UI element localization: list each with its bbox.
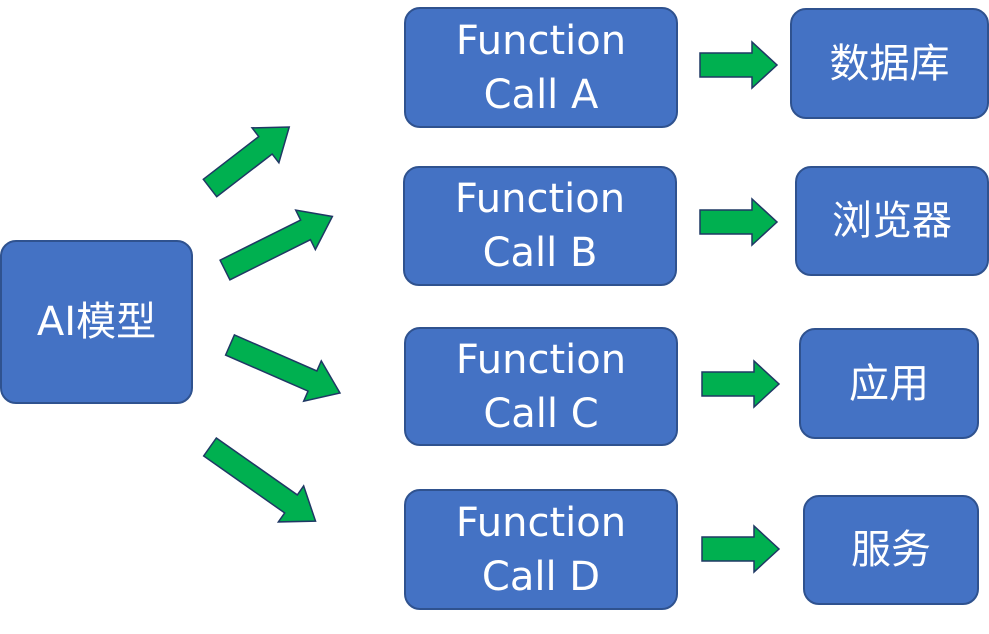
arrow-d-to-service xyxy=(701,524,781,574)
fanout-arrow-b xyxy=(219,209,334,281)
function-call-d-line2: Call D xyxy=(481,553,601,600)
ai-model-box: AI模型 xyxy=(0,240,193,404)
fanout-arrow-c xyxy=(224,333,342,403)
database-label: 数据库 xyxy=(829,40,950,87)
function-call-c-line1: Function xyxy=(455,336,627,383)
function-call-a-line1: Function xyxy=(455,17,627,64)
function-call-a-box: Function Call A xyxy=(404,7,678,128)
ai-model-label: AI模型 xyxy=(36,299,157,345)
function-call-a-line2: Call A xyxy=(483,71,599,118)
arrow-c-to-application xyxy=(701,359,781,409)
function-call-b-line1: Function xyxy=(454,176,626,222)
application-label: 应用 xyxy=(849,360,929,407)
arrow-b-to-browser xyxy=(699,197,779,247)
fanout-arrow-d xyxy=(202,436,317,523)
function-call-b-box: Function Call B xyxy=(403,166,677,286)
application-box: 应用 xyxy=(799,328,979,439)
fanout-arrow-a xyxy=(202,126,291,198)
function-call-d-box: Function Call D xyxy=(404,489,678,610)
service-box: 服务 xyxy=(803,495,979,605)
database-box: 数据库 xyxy=(790,8,989,119)
service-label: 服务 xyxy=(851,527,931,573)
function-call-c-box: Function Call C xyxy=(404,327,678,446)
function-call-b-line2: Call B xyxy=(482,230,598,276)
function-call-c-line2: Call C xyxy=(483,390,599,437)
browser-label: 浏览器 xyxy=(832,198,952,244)
arrow-a-to-database xyxy=(699,40,779,90)
browser-box: 浏览器 xyxy=(795,166,989,276)
function-call-d-line1: Function xyxy=(455,499,627,546)
